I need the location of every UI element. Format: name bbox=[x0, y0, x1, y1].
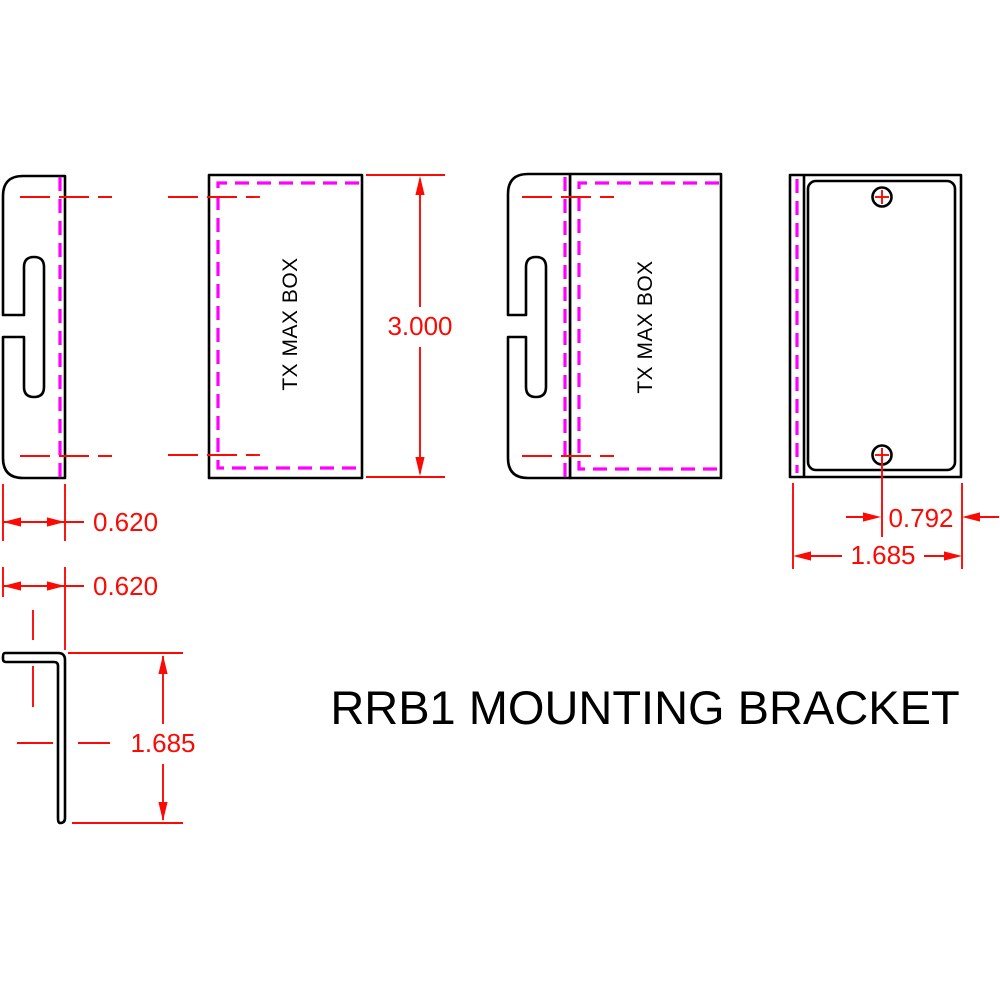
side-profile-outline bbox=[506, 172, 572, 480]
dimension-value: 0.792 bbox=[888, 503, 953, 533]
arrowhead-left-icon bbox=[3, 581, 21, 591]
arrowhead-down-icon bbox=[415, 457, 425, 476]
side-profile-outline bbox=[1, 174, 67, 480]
dimension-value: 1.685 bbox=[850, 540, 915, 570]
arrowhead-right-icon bbox=[47, 581, 65, 591]
arrowhead-down-icon bbox=[158, 802, 168, 821]
face-plate-view: 0.792 1.685 bbox=[788, 173, 999, 570]
box-label: TX MAX BOX bbox=[279, 257, 302, 390]
assembly-view: TX MAX BOX bbox=[506, 172, 723, 480]
arrowhead-left-icon bbox=[962, 512, 980, 522]
profile-top-view: 1.685 bbox=[1, 610, 196, 825]
hidden-box-outline bbox=[577, 181, 719, 471]
dimension-overall-width: 1.685 bbox=[792, 483, 963, 570]
dimension-value: 1.685 bbox=[130, 728, 195, 758]
l-profile-outline bbox=[1, 651, 67, 825]
side-profile-view bbox=[1, 174, 112, 480]
dimension-value: 3.000 bbox=[387, 311, 452, 341]
plate-outline bbox=[788, 173, 963, 479]
arrowhead-right-icon bbox=[863, 512, 881, 522]
dimension-value: 0.620 bbox=[93, 571, 158, 601]
dimension-flange-width: 0.620 bbox=[2, 567, 158, 650]
arrowhead-up-icon bbox=[415, 176, 425, 195]
dimension-bracket-width: 0.620 bbox=[2, 484, 158, 541]
arrowhead-right-icon bbox=[47, 517, 65, 527]
arrowhead-up-icon bbox=[158, 655, 168, 674]
dimension-leg-height: 1.685 bbox=[68, 652, 196, 824]
dimension-box-height: 3.000 bbox=[366, 174, 453, 478]
dimension-value: 0.620 bbox=[93, 507, 158, 537]
arrowhead-left-icon bbox=[3, 517, 21, 527]
dimension-screw-to-edge: 0.792 bbox=[846, 503, 999, 533]
screw-hole-top bbox=[871, 186, 893, 208]
box-outline bbox=[207, 173, 364, 480]
arrowhead-right-icon bbox=[944, 551, 962, 561]
box-outline bbox=[568, 172, 723, 480]
box-label: TX MAX BOX bbox=[634, 260, 657, 393]
drawing-title: RRB1 MOUNTING BRACKET bbox=[330, 681, 959, 734]
hidden-box-outline bbox=[216, 181, 359, 470]
arrowhead-left-icon bbox=[793, 551, 811, 561]
front-view: TX MAX BOX 3.000 bbox=[168, 173, 453, 480]
